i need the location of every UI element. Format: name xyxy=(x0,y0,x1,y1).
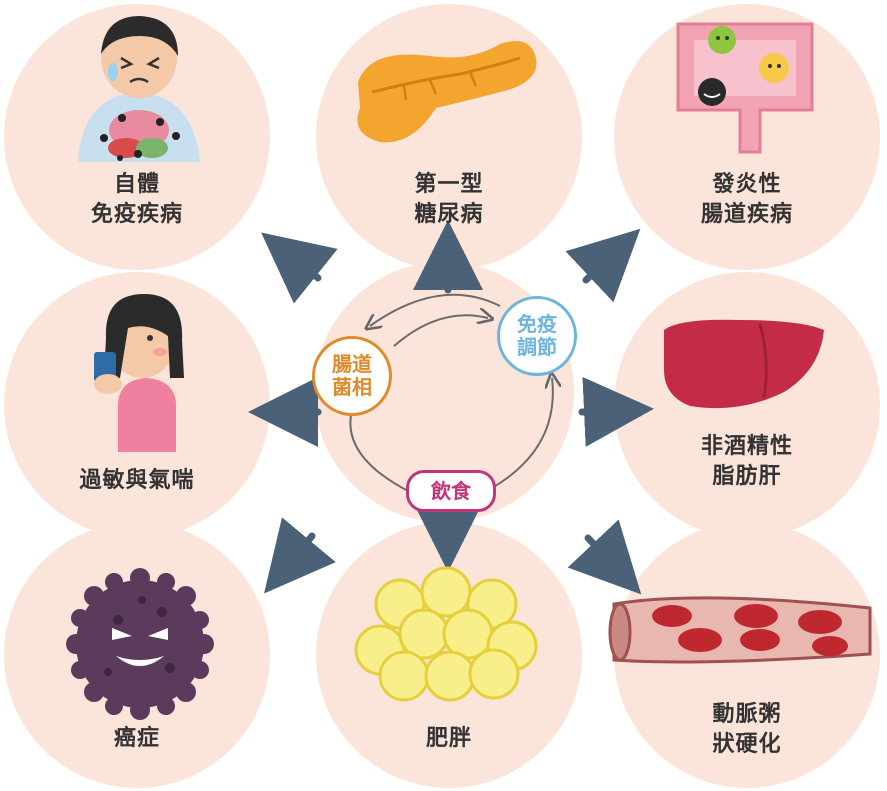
fat-cells-icon xyxy=(354,566,538,702)
ibd-line-1: 發炎性 xyxy=(712,172,782,197)
cycle-arrow-immune-to-microbiota xyxy=(370,293,501,326)
inhaler-girl-icon xyxy=(94,294,184,452)
node-immune: 免疫 調節 xyxy=(497,296,577,376)
ibd-line-2: 腸道疾病 xyxy=(700,202,793,227)
atherosclerosis-line-1: 動脈粥 xyxy=(712,702,782,727)
nafld-line-1: 非酒精性 xyxy=(700,434,793,459)
node-diet: 飲食 xyxy=(406,470,496,512)
microbiota-line-1: 腸道 xyxy=(332,352,372,376)
cycle-arrow-diet-to-immune xyxy=(491,378,553,489)
label-type1-diabetes: 第一型 糖尿病 xyxy=(349,170,549,230)
node-microbiota: 腸道 菌相 xyxy=(312,336,392,416)
liver-icon xyxy=(664,319,824,409)
arrow-to-autoimmune xyxy=(261,232,338,304)
autoimmune-line-2: 免疫疾病 xyxy=(90,202,183,227)
cycle-arrow-microbiota-to-immune xyxy=(393,315,488,347)
intestine-bacteria-icon xyxy=(676,22,814,154)
type1-diabetes-line-2: 糖尿病 xyxy=(414,202,484,227)
artery-plaque-icon xyxy=(608,596,872,664)
cancer-cell-icon xyxy=(66,568,214,720)
obesity-line-1: 肥胖 xyxy=(425,726,472,751)
label-obesity: 肥胖 xyxy=(349,724,549,754)
arrow-to-cancer xyxy=(264,517,336,594)
arrow-to-nafld xyxy=(578,376,654,447)
label-autoimmune: 自體 免疫疾病 xyxy=(37,170,237,230)
label-atherosclerosis: 動脈粥 狀硬化 xyxy=(647,700,847,760)
disc-nafld xyxy=(614,272,880,538)
label-cancer: 癌症 xyxy=(37,724,237,754)
atherosclerosis-line-2: 狀硬化 xyxy=(712,732,782,757)
nafld-line-2: 脂肪肝 xyxy=(712,464,782,489)
label-allergy: 過敏與氣喘 xyxy=(37,466,237,496)
label-ibd: 發炎性 腸道疾病 xyxy=(647,170,847,230)
cancer-line-1: 癌症 xyxy=(113,726,160,751)
immune-line-2: 調節 xyxy=(517,335,557,359)
microbiota-line-2: 菌相 xyxy=(332,375,372,399)
immune-line-1: 免疫 xyxy=(517,312,557,336)
pancreas-icon xyxy=(357,41,537,143)
allergy-line-1: 過敏與氣喘 xyxy=(79,468,195,493)
label-nafld: 非酒精性 脂肪肝 xyxy=(647,432,847,492)
autoimmune-line-1: 自體 xyxy=(113,172,160,197)
diet-label: 飲食 xyxy=(431,478,471,503)
type1-diabetes-line-1: 第一型 xyxy=(414,172,484,197)
arrow-to-ibd xyxy=(565,228,641,303)
arrow-to-atherosclerosis xyxy=(567,519,642,595)
sick-boy-icon xyxy=(78,16,200,162)
outward-arrows xyxy=(248,220,654,595)
